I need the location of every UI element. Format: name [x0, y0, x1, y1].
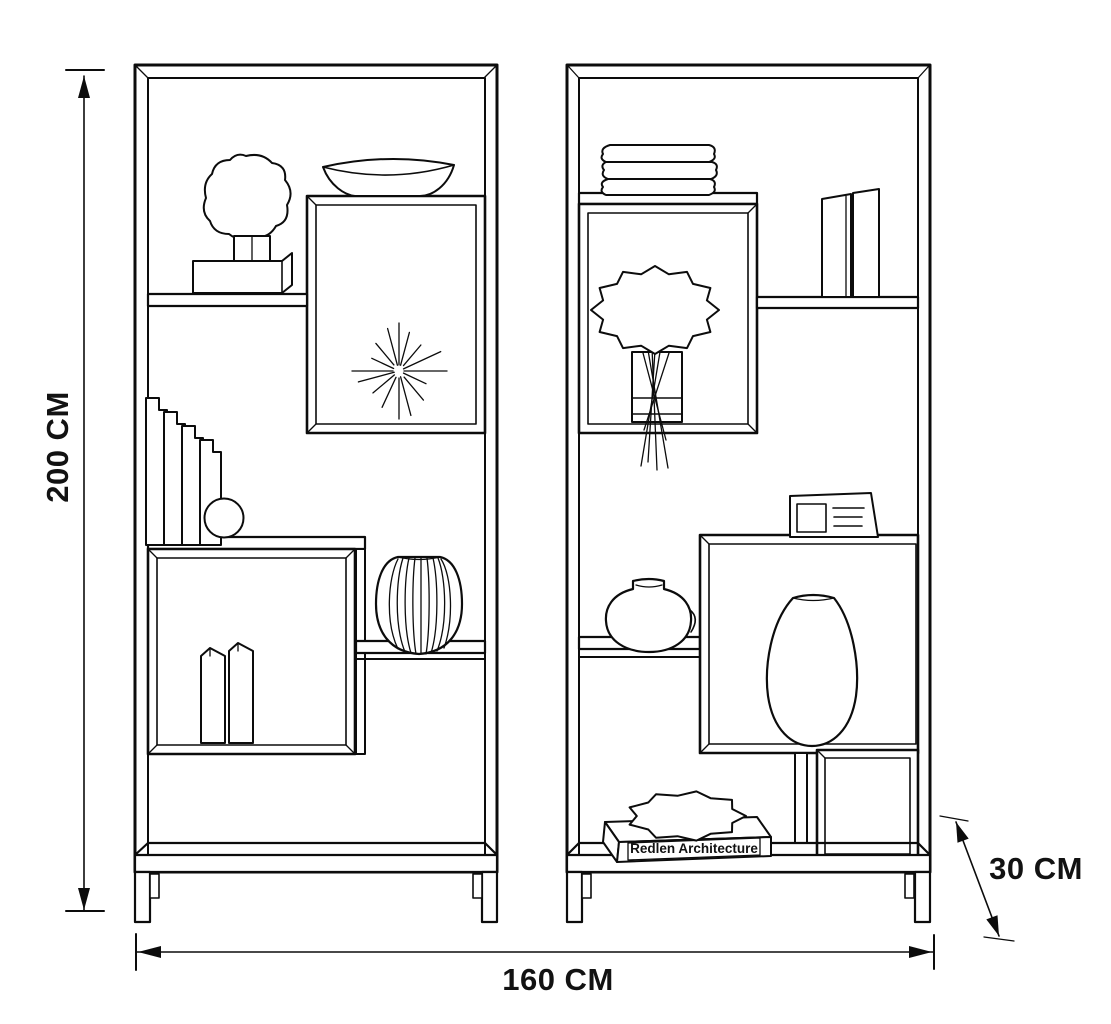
flower-bouquet-vase [590, 265, 720, 471]
standing-books-pair [200, 642, 254, 744]
dimension-width: 160 CM [135, 933, 935, 997]
desk-frame [789, 492, 879, 538]
topiary-sculpture [192, 153, 293, 294]
standing-books [821, 188, 880, 298]
dimension-height: 200 CM [40, 69, 105, 912]
starburst-ornament [351, 322, 448, 420]
decorative-bowl [322, 158, 455, 197]
right-unit-legs [565, 870, 932, 924]
right-unit-post [794, 752, 808, 844]
coral-on-book: Redlen Architecture [602, 790, 772, 863]
striped-gourd-vase [374, 555, 464, 656]
sphere-ornament [203, 497, 245, 539]
round-jug-vase [604, 577, 697, 654]
left-sculpture-shelf [146, 292, 309, 308]
right-books-shelf [755, 295, 920, 310]
height-dimension-label: 200 CM [40, 391, 75, 503]
coral-ornament [628, 790, 747, 842]
book-spine-text: Redlen Architecture [630, 841, 758, 856]
right-shelf-unit: Redlen Architecture [565, 63, 932, 924]
left-unit-legs [133, 870, 499, 924]
left-upper-cube [305, 194, 487, 435]
depth-dimension-label: 30 CM [989, 851, 1083, 886]
book-stack [600, 144, 718, 196]
dimension-depth: 30 CM [939, 815, 1083, 942]
width-dimension-label: 160 CM [502, 962, 614, 997]
left-bottom-slab [133, 841, 499, 874]
right-small-cube [815, 748, 920, 864]
leaning-books [145, 397, 222, 546]
teardrop-vase [765, 593, 859, 748]
left-shelf-unit [133, 63, 499, 924]
